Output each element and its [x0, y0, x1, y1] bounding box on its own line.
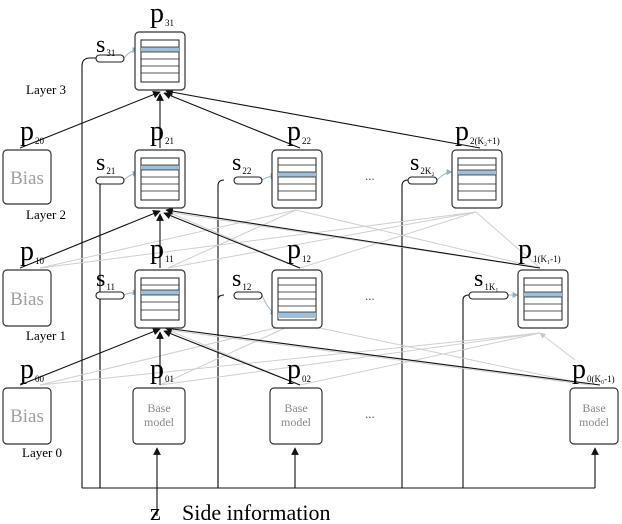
- node-label-p20: p20: [20, 116, 45, 147]
- node-p02: Base model p02: [269, 354, 323, 445]
- node-label-p2K2: p2(K₂+1): [455, 116, 500, 147]
- node-label-p0K0: p0(K₀-1): [572, 354, 615, 385]
- node-label-p10: p10: [20, 236, 45, 267]
- node-p11: p11: [134, 234, 186, 329]
- node-p22: p22: [271, 116, 323, 209]
- node-label-p31: p31: [150, 0, 174, 29]
- node-label-p12: p12: [287, 234, 311, 265]
- z-symbol: z: [150, 500, 161, 524]
- base-model-line1: Base: [284, 401, 307, 415]
- gate-s21: s21: [95, 150, 125, 185]
- node-label-p21: p21: [150, 116, 174, 147]
- weight-table-icon: [140, 39, 180, 83]
- node-label-p01: p01: [150, 354, 174, 385]
- bias-label-layer2: Bias: [10, 168, 44, 189]
- node-label-p22: p22: [287, 116, 311, 147]
- base-model-line1: Base: [147, 401, 170, 415]
- gate-label-s21: s21: [96, 150, 115, 176]
- layer-label-2: Layer 2: [26, 207, 66, 222]
- layer-label-1: Layer 1: [26, 328, 66, 343]
- weight-table-icon: [457, 157, 497, 201]
- gate-label-s31: s31: [96, 32, 115, 58]
- node-p12: p12: [271, 234, 323, 329]
- gate-label-s1K1: s1K₁: [474, 266, 498, 292]
- layer-label-0: Layer 0: [22, 445, 62, 460]
- base-model-line1: Base: [582, 401, 605, 415]
- bias-label-layer0: Bias: [10, 406, 44, 427]
- base-model-line2: model: [281, 415, 312, 429]
- node-label-p00: p00: [20, 354, 45, 385]
- gate-label-s11: s11: [96, 266, 115, 292]
- node-p21: p21: [134, 116, 186, 209]
- weight-table-icon: [140, 157, 180, 201]
- gate-s1K1: s1K₁: [468, 266, 509, 300]
- node-label-p02: p02: [287, 354, 311, 385]
- gate-s12: s12: [232, 266, 263, 300]
- ellipsis-layer1: ...: [365, 288, 375, 303]
- gate-s31: s31: [95, 32, 125, 63]
- weight-table-icon: [277, 157, 317, 201]
- side-information-label: Side information: [182, 500, 330, 524]
- weight-table-icon: [523, 277, 563, 321]
- node-label-p1K1: p1(K₁-1): [518, 234, 561, 265]
- ellipsis-layer2: ...: [365, 168, 375, 183]
- light-connections: [39, 209, 591, 386]
- weight-table-icon: [277, 277, 317, 321]
- layer-label-3: Layer 3: [26, 82, 66, 97]
- node-p00: Bias p00: [2, 354, 52, 445]
- ellipsis-layer0: ...: [365, 406, 375, 421]
- gate-s2K2: s2K₂: [407, 150, 438, 185]
- node-p31: p31: [134, 0, 186, 91]
- base-model-line2: model: [579, 415, 610, 429]
- base-model-line2: model: [144, 415, 175, 429]
- gate-s11: s11: [95, 266, 125, 300]
- node-p01: Base model p01: [132, 354, 186, 445]
- gate-s22: s22: [232, 150, 263, 185]
- node-p0K0: Base model p0(K₀-1): [569, 354, 619, 445]
- weight-table-icon: [140, 277, 180, 321]
- dark-connections: [19, 88, 601, 386]
- node-p20: Bias p20: [2, 116, 52, 205]
- gate-label-s12: s12: [232, 266, 251, 292]
- gate-label-s2K2: s2K₂: [410, 150, 434, 176]
- bias-label-layer1: Bias: [10, 289, 44, 310]
- node-p1K1: p1(K₁-1): [517, 234, 569, 329]
- node-p10: Bias p10: [2, 236, 52, 327]
- node-label-p11: p11: [150, 234, 174, 265]
- node-p2K2: p2(K₂+1): [451, 116, 503, 209]
- gate-label-s22: s22: [232, 150, 251, 176]
